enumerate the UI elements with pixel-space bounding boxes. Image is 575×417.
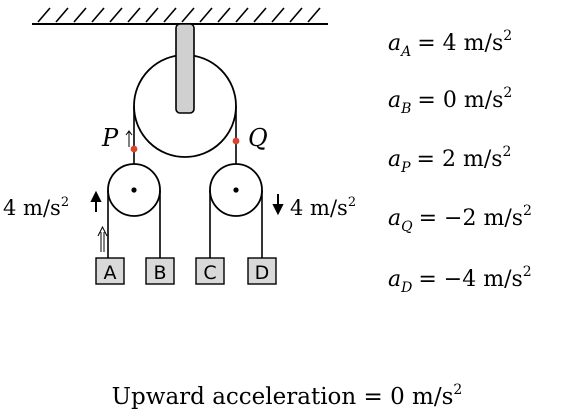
label-p: P <box>101 124 119 152</box>
equation-a-d: aD= −4 m/s2 <box>388 264 532 296</box>
block-a-label: A <box>104 262 117 284</box>
block-b-label: B <box>153 262 166 284</box>
left-accel-up-arrow <box>90 190 102 212</box>
equation-a-q: aQ= −2 m/s2 <box>388 203 532 235</box>
right-accel-down-arrow <box>272 194 284 216</box>
equation-list: aA= 4 m/s2 aB= 0 m/s2 aP= 2 m/s2 aQ= −2 … <box>388 28 532 296</box>
block-d-label: D <box>255 262 270 284</box>
left-accel-label: 4 m/s2 <box>3 195 69 220</box>
equation-a-a: aA= 4 m/s2 <box>388 28 512 60</box>
equation-a-p: aP= 2 m/s2 <box>388 144 511 176</box>
right-accel-label: 4 m/s2 <box>290 195 356 220</box>
point-q-marker <box>232 137 240 145</box>
pulley-support-rod <box>175 23 195 114</box>
point-p-marker <box>130 145 138 153</box>
label-q: Q <box>248 124 268 152</box>
right-pulley-axle <box>233 187 239 193</box>
ceiling-hatching <box>37 7 321 23</box>
left-pulley-axle <box>131 187 137 193</box>
equation-a-b: aB= 0 m/s2 <box>388 85 512 117</box>
p-up-arrow <box>125 130 133 147</box>
block-c-label: C <box>203 262 216 284</box>
rope-a-up-arrow <box>97 225 108 252</box>
ceiling <box>32 7 328 25</box>
footer-caption: Upward acceleration = 0 m/s2 <box>112 382 463 410</box>
block-a: A <box>95 257 125 285</box>
block-b: B <box>145 257 175 285</box>
block-d: D <box>247 257 277 285</box>
block-c: C <box>195 257 225 285</box>
